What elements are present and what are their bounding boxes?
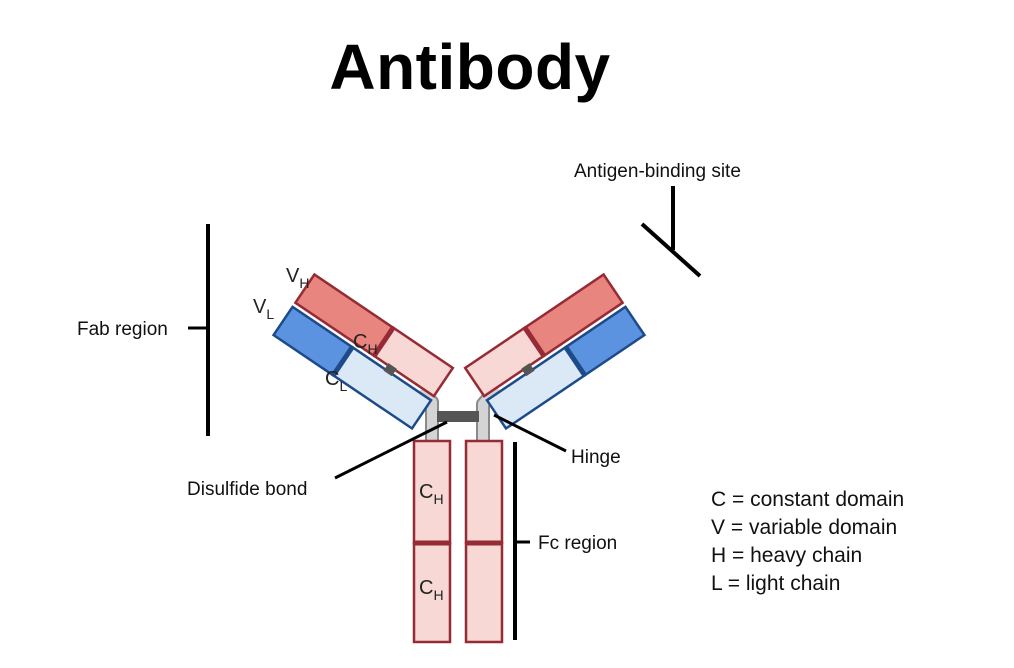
ch-fc-top-domain-label: CH [419,481,444,507]
legend-item-heavy: H = heavy chain [711,544,862,567]
antigen-binding-site-label: Antigen-binding site [574,161,741,182]
right-light-divider [563,345,587,377]
legend-item-light: L = light chain [711,572,840,595]
fc-left-upper-constant-domain [412,439,452,545]
right-heavy-divider [522,326,546,358]
ch-arm-domain-label: CH [353,331,378,357]
fc-left-lower-constant-domain [412,541,452,644]
ch-fc-bottom-domain-label: CH [419,577,444,603]
diagram-title: Antibody [329,31,611,103]
hinge-pointer [493,413,567,453]
disulfide-bond-pointer [334,420,448,480]
left-light-divider [331,345,355,377]
legend: C = constant domain V = variable domain … [711,488,904,595]
fc-region-label: Fc region [538,533,617,554]
left-arm-disulfide-bond [383,363,397,377]
fc-right-lower-constant-domain [464,541,504,644]
fab-region-label: Fab region [77,319,168,340]
fc-right-upper-constant-domain [464,439,504,545]
hinge-right-inner [478,384,501,441]
right-arm-disulfide-bond [521,363,535,377]
vl-domain-label: VL [253,296,274,322]
fc-stem [412,439,504,644]
left-arm [271,272,455,431]
antigen-binding-site-bar [640,222,702,278]
legend-item-constant: C = constant domain [711,488,904,511]
central-disulfide-bond [437,411,479,422]
right-arm [463,272,647,431]
cl-domain-label: CL [325,368,347,394]
legend-item-variable: V = variable domain [711,516,897,539]
disulfide-bond-label: Disulfide bond [187,479,307,500]
left-heavy-divider [372,326,396,358]
vh-domain-label: VH [286,265,309,291]
hinge-label: Hinge [571,447,621,468]
